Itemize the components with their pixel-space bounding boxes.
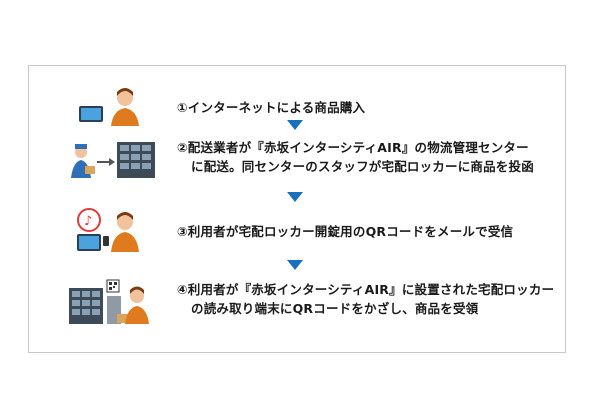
locker-qr-person-icon <box>69 279 149 324</box>
step-2-line1: ②配送業者が『赤坂インターシティAIR』の物流管理センター <box>177 140 529 155</box>
step-2-text: ②配送業者が『赤坂インターシティAIR』の物流管理センター に配送。同センターの… <box>177 138 534 176</box>
step-1-line1: ①インターネットによる商品購入 <box>177 100 366 115</box>
step-4-line2: の読み取り端末にQRコードをかざし、商品を受領 <box>191 301 479 316</box>
person-tablet-icon <box>79 88 139 126</box>
person-phone-music-icon: ♪ <box>77 208 139 252</box>
arrow-3 <box>287 260 303 270</box>
step-4-text: ④利用者が『赤坂インターシティAIR』に設置された宅配ロッカー の読み取り端末に… <box>177 280 554 318</box>
flow-diagram: ①インターネットによる商品購入 ②配送業者が『赤坂インターシティAIR』の物流管… <box>28 65 566 353</box>
arrow-2 <box>287 192 303 202</box>
step-1-text: ①インターネットによる商品購入 <box>177 98 365 117</box>
step-3-text: ③利用者が宅配ロッカー開錠用のQRコードをメールで受信 <box>177 222 513 241</box>
step-4-line1: ④利用者が『赤坂インターシティAIR』に設置された宅配ロッカー <box>177 282 555 297</box>
svg-text:♪: ♪ <box>84 214 92 229</box>
step-2-line2: に配送。同センターのスタッフが宅配ロッカーに商品を投函 <box>191 159 534 174</box>
arrow-1 <box>287 120 303 130</box>
step-3-line1: ③利用者が宅配ロッカー開錠用のQRコードをメールで受信 <box>177 224 514 239</box>
delivery-locker-icon <box>71 142 155 178</box>
